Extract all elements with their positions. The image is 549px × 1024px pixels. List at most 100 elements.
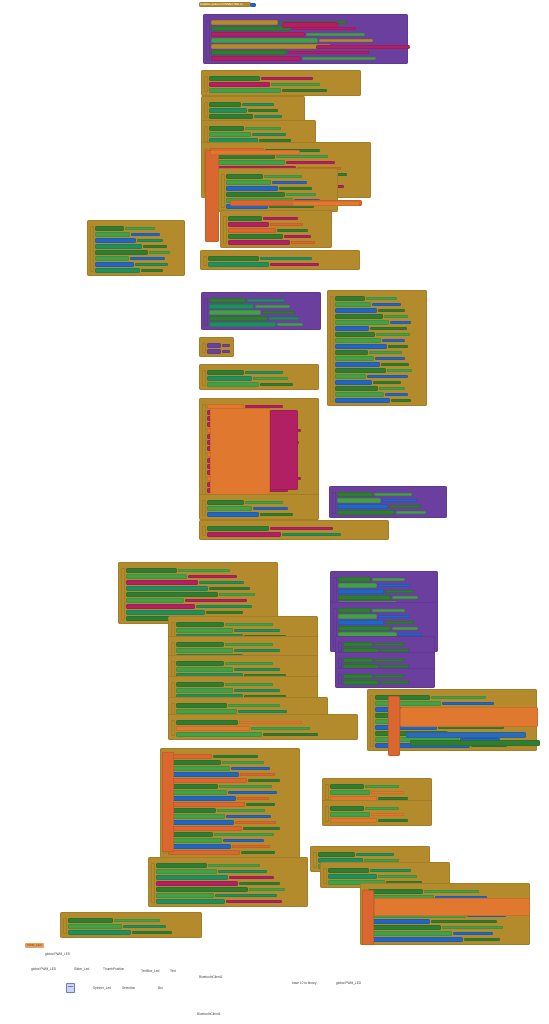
- value-block[interactable]: [398, 632, 422, 637]
- value-block[interactable]: [218, 869, 268, 874]
- statement-block[interactable]: [207, 500, 245, 505]
- value-block[interactable]: [318, 38, 373, 43]
- value-block[interactable]: [378, 583, 411, 588]
- statement-block[interactable]: [211, 56, 301, 61]
- statement-block[interactable]: [335, 392, 385, 397]
- value-block[interactable]: [131, 930, 172, 935]
- event-socket[interactable]: [202, 370, 206, 386]
- event-socket[interactable]: [171, 682, 175, 698]
- value-block[interactable]: [224, 642, 274, 647]
- statement-block[interactable]: [211, 32, 305, 37]
- statement-block[interactable]: [335, 368, 386, 373]
- value-block[interactable]: [378, 614, 411, 619]
- value-block[interactable]: [205, 610, 244, 615]
- statement-block[interactable]: [156, 893, 215, 898]
- value-block[interactable]: [371, 577, 406, 582]
- value-block[interactable]: [269, 526, 333, 531]
- statement-block[interactable]: [176, 648, 234, 653]
- value-block[interactable]: [234, 628, 280, 633]
- value-block[interactable]: [185, 598, 247, 603]
- value-block[interactable]: [270, 222, 304, 227]
- value-block[interactable]: [208, 863, 261, 868]
- value-block[interactable]: [213, 754, 259, 759]
- value-block[interactable]: [208, 586, 250, 591]
- statement-block[interactable]: [337, 510, 396, 515]
- text-list-block[interactable]: [270, 410, 298, 490]
- statement-block[interactable]: [168, 760, 221, 765]
- statement-block[interactable]: [207, 506, 252, 511]
- statement-block[interactable]: [209, 304, 254, 309]
- value-block[interactable]: [277, 228, 308, 233]
- statement-block[interactable]: [176, 673, 243, 678]
- value-block[interactable]: [269, 316, 300, 321]
- statement-block[interactable]: [335, 356, 374, 361]
- value-block[interactable]: [250, 726, 311, 731]
- logic-false-block[interactable]: [250, 2, 256, 7]
- value-block[interactable]: [378, 796, 408, 801]
- value-block[interactable]: [381, 498, 417, 503]
- value-block[interactable]: [238, 720, 302, 725]
- event-socket[interactable]: [204, 76, 208, 92]
- statement-block[interactable]: [375, 737, 460, 742]
- statement-block[interactable]: [343, 664, 380, 669]
- value-block[interactable]: [430, 695, 487, 700]
- statement-block[interactable]: [156, 887, 248, 892]
- value-block[interactable]: [371, 790, 404, 795]
- statement-block[interactable]: [126, 580, 198, 585]
- value-block[interactable]: [377, 874, 417, 879]
- value-block[interactable]: [215, 893, 277, 898]
- value-block[interactable]: [356, 852, 394, 857]
- value-block[interactable]: [301, 56, 376, 61]
- value-block[interactable]: [380, 680, 410, 685]
- statement-block[interactable]: [368, 895, 434, 900]
- event-socket[interactable]: [171, 720, 175, 736]
- value-block[interactable]: [234, 667, 280, 672]
- statement-block[interactable]: [226, 186, 278, 191]
- statement-block[interactable]: [209, 138, 259, 143]
- get-variable-block[interactable]: [292, 201, 360, 206]
- statement-block[interactable]: [328, 868, 369, 873]
- statement-block[interactable]: [228, 228, 277, 233]
- value-block[interactable]: [252, 376, 289, 381]
- statement-block[interactable]: [330, 796, 378, 801]
- value-block[interactable]: [148, 250, 170, 255]
- value-block[interactable]: [464, 937, 501, 942]
- statement-block[interactable]: [209, 160, 286, 165]
- statement-block[interactable]: [168, 766, 230, 771]
- value-block[interactable]: [269, 204, 314, 209]
- value-block[interactable]: [271, 180, 308, 185]
- statement-block[interactable]: [126, 586, 208, 591]
- value-block[interactable]: [369, 868, 412, 873]
- statement-block[interactable]: [176, 688, 234, 693]
- value-block[interactable]: [137, 238, 164, 243]
- value-block[interactable]: [219, 784, 273, 789]
- statement-block[interactable]: [328, 880, 385, 885]
- statement-block[interactable]: [95, 238, 137, 243]
- statement-block[interactable]: [368, 937, 464, 942]
- statement-block[interactable]: [209, 298, 247, 303]
- value-block[interactable]: [248, 778, 280, 783]
- statement-block[interactable]: [209, 76, 261, 81]
- value-block[interactable]: [390, 320, 412, 325]
- value-block[interactable]: [263, 732, 318, 737]
- value-block[interactable]: [141, 268, 163, 273]
- value-block[interactable]: [378, 818, 408, 823]
- statement-block[interactable]: [338, 595, 391, 600]
- event-socket[interactable]: [338, 642, 342, 652]
- event-socket[interactable]: [330, 296, 334, 402]
- event-socket[interactable]: [171, 703, 175, 719]
- value-block[interactable]: [247, 298, 285, 303]
- statement-block[interactable]: [330, 784, 364, 789]
- text-block[interactable]: [316, 45, 410, 49]
- statement-block[interactable]: [335, 296, 366, 301]
- value-block[interactable]: [245, 500, 283, 505]
- value-block[interactable]: [372, 302, 402, 307]
- value-block[interactable]: [131, 232, 160, 237]
- event-socket[interactable]: [171, 622, 175, 638]
- value-block[interactable]: [391, 626, 419, 631]
- statement-block[interactable]: [207, 532, 281, 537]
- statement-block[interactable]: [95, 268, 141, 273]
- value-block[interactable]: [224, 661, 274, 666]
- control-block[interactable]: [362, 890, 374, 945]
- value-block[interactable]: [222, 343, 230, 348]
